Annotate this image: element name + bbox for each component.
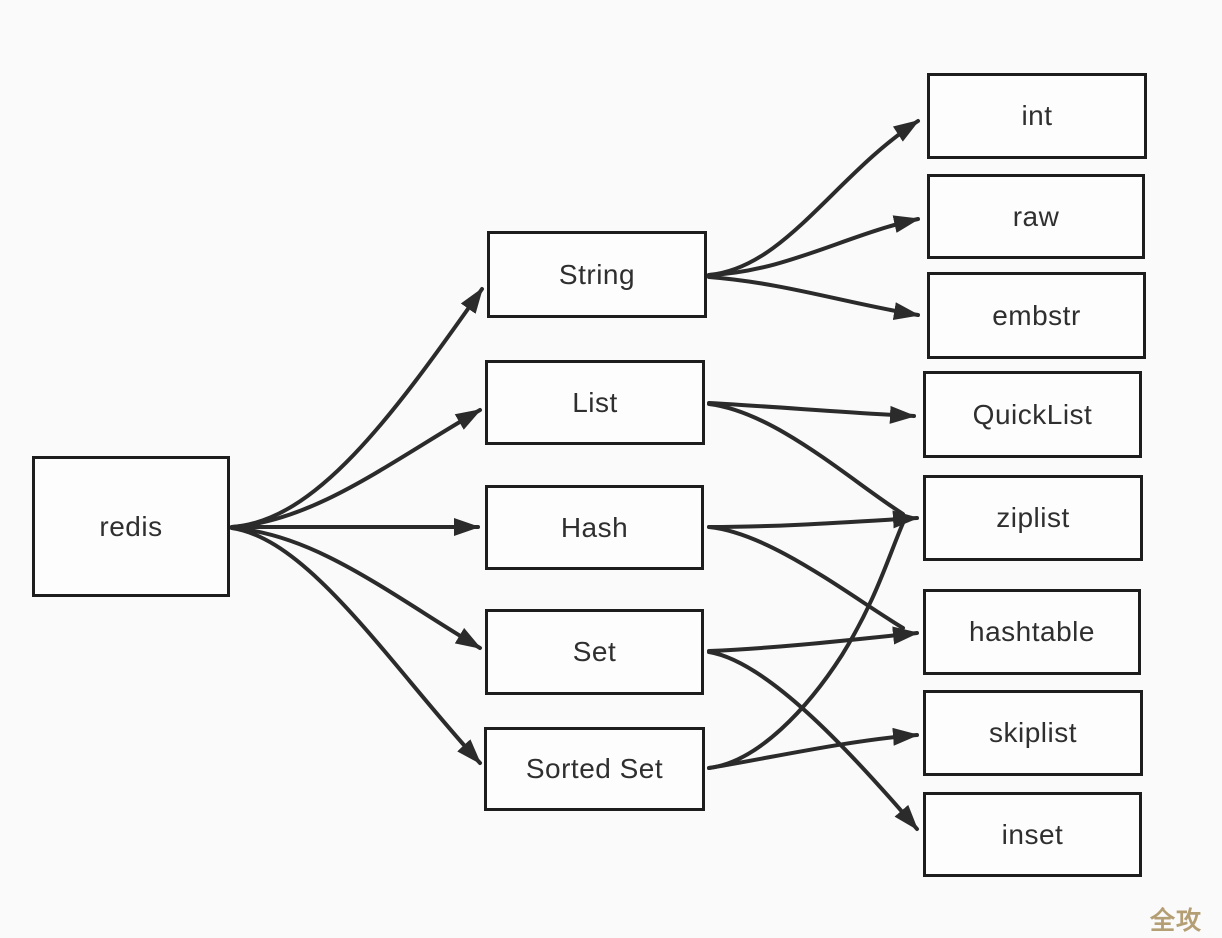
node-quicklist: QuickList: [923, 371, 1142, 458]
node-hashtable-label: hashtable: [969, 616, 1095, 647]
edge-set-hashtable: [707, 626, 919, 653]
node-int: int: [927, 73, 1147, 159]
node-list-label: List: [572, 386, 618, 418]
node-inset: inset: [923, 792, 1142, 877]
node-skiplist: skiplist: [923, 690, 1143, 776]
node-string: String: [487, 231, 707, 318]
edge-sorted-set-skiplist: [707, 727, 919, 770]
node-quicklist-label: QuickList: [972, 398, 1093, 430]
edge-redis-string: [230, 287, 484, 529]
node-skiplist-label: skiplist: [988, 717, 1077, 748]
node-embstr: embstr: [927, 272, 1146, 359]
node-ziplist: ziplist: [923, 475, 1143, 561]
edge-list-ziplist: [707, 402, 905, 516]
node-raw-label: raw: [1012, 200, 1060, 232]
node-redis: redis: [32, 456, 230, 597]
edge-string-embstr: [707, 275, 920, 320]
node-inset-label: inset: [1001, 818, 1064, 850]
node-string-label: String: [558, 258, 636, 290]
edge-redis-list: [230, 408, 482, 529]
node-embstr-label: embstr: [992, 299, 1081, 331]
node-ziplist-label: ziplist: [996, 502, 1070, 533]
edge-redis-sorted-set: [230, 526, 482, 765]
edge-string-raw: [707, 215, 920, 277]
node-raw: raw: [927, 174, 1145, 259]
node-hashtable: hashtable: [923, 589, 1141, 675]
edge-set-inset: [707, 650, 919, 831]
edge-string-int: [707, 119, 920, 277]
node-int-label: int: [1021, 100, 1053, 131]
node-sorted-set: Sorted Set: [484, 727, 705, 811]
node-hash-label: Hash: [560, 511, 629, 543]
edge-sorted-set-ziplist: [707, 521, 905, 770]
node-set: Set: [485, 609, 704, 695]
node-list: List: [485, 360, 705, 445]
node-sorted-set-label: Sorted Set: [525, 753, 664, 784]
edge-hash-ziplist: [707, 510, 919, 529]
edge-list-quicklist: [707, 401, 916, 424]
node-set-label: Set: [572, 636, 617, 667]
edge-hash-hashtable: [707, 525, 905, 630]
edge-redis-set: [230, 526, 482, 650]
watermark: 全攻略: [1150, 907, 1203, 935]
node-hash: Hash: [485, 485, 704, 570]
node-redis-label: redis: [99, 510, 163, 542]
